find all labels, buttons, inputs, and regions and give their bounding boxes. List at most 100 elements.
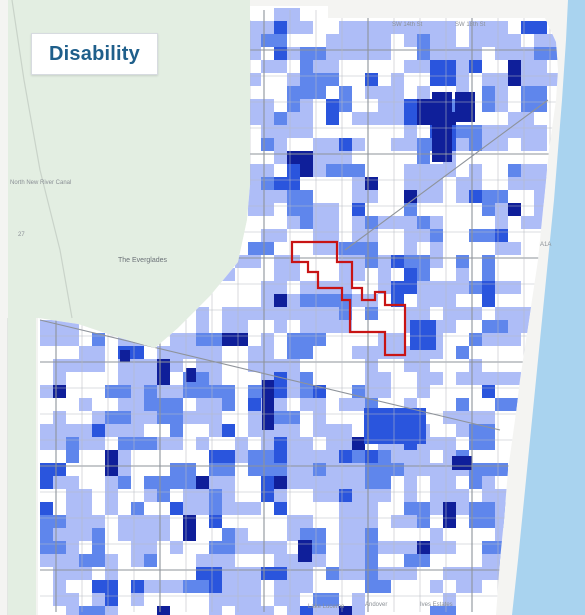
tract-cell[interactable]: [274, 437, 287, 463]
tract-cell[interactable]: [469, 34, 495, 47]
tract-cell[interactable]: [196, 437, 209, 450]
tract-cell[interactable]: [235, 437, 248, 463]
tract-cell[interactable]: [456, 47, 482, 60]
tract-cell[interactable]: [378, 450, 391, 463]
tract-cell[interactable]: [410, 320, 436, 350]
tract-cell[interactable]: [326, 99, 339, 125]
tract-cell[interactable]: [430, 216, 443, 229]
tract-cell[interactable]: [287, 307, 300, 320]
tract-cell[interactable]: [196, 307, 209, 320]
tract-cell[interactable]: [339, 554, 352, 580]
tract-cell[interactable]: [339, 489, 352, 502]
tract-cell[interactable]: [170, 502, 183, 515]
tract-cell[interactable]: [248, 190, 274, 216]
tract-cell[interactable]: [404, 242, 417, 255]
tract-cell[interactable]: [430, 606, 456, 615]
tract-cell[interactable]: [404, 463, 430, 476]
tract-cell[interactable]: [378, 580, 391, 593]
tract-cell[interactable]: [391, 281, 404, 307]
tract-cell[interactable]: [352, 463, 365, 489]
tract-cell[interactable]: [66, 437, 79, 463]
tract-cell[interactable]: [378, 463, 404, 476]
tract-cell[interactable]: [378, 255, 391, 281]
tract-cell[interactable]: [432, 92, 452, 162]
tract-cell[interactable]: [482, 255, 495, 281]
tract-cell[interactable]: [300, 21, 313, 34]
tract-cell[interactable]: [274, 125, 287, 138]
tract-cell[interactable]: [456, 398, 469, 411]
tract-cell[interactable]: [53, 567, 66, 580]
tract-cell[interactable]: [170, 359, 183, 372]
tract-cell[interactable]: [456, 60, 469, 73]
tract-cell[interactable]: [482, 320, 495, 333]
tract-cell[interactable]: [53, 385, 66, 398]
tract-cell[interactable]: [326, 164, 352, 177]
tract-cell[interactable]: [261, 476, 274, 502]
tract-cell[interactable]: [534, 47, 560, 60]
tract-cell[interactable]: [430, 281, 456, 307]
tract-cell[interactable]: [495, 86, 508, 99]
tract-cell[interactable]: [186, 368, 196, 382]
tract-cell[interactable]: [417, 151, 430, 164]
tract-cell[interactable]: [482, 333, 508, 346]
tract-cell[interactable]: [274, 177, 287, 190]
tract-cell[interactable]: [118, 476, 131, 489]
tract-cell[interactable]: [469, 372, 495, 385]
tract-cell[interactable]: [261, 541, 287, 554]
tract-cell[interactable]: [495, 372, 521, 385]
tract-cell[interactable]: [378, 47, 391, 60]
tract-cell[interactable]: [391, 21, 417, 34]
tract-cell[interactable]: [79, 528, 92, 541]
tract-cell[interactable]: [456, 567, 482, 580]
tract-cell[interactable]: [313, 411, 326, 424]
tract-cell[interactable]: [378, 333, 404, 346]
tract-cell[interactable]: [352, 437, 365, 450]
tract-cell[interactable]: [274, 268, 300, 281]
tract-cell[interactable]: [274, 138, 287, 164]
tract-cell[interactable]: [157, 476, 183, 489]
tract-cell[interactable]: [79, 554, 105, 567]
tract-cell[interactable]: [274, 489, 287, 502]
tract-cell[interactable]: [364, 408, 426, 444]
tract-cell[interactable]: [443, 307, 469, 320]
tract-cell[interactable]: [274, 307, 287, 333]
tract-cell[interactable]: [326, 476, 352, 489]
tract-cell[interactable]: [79, 606, 105, 615]
tract-cell[interactable]: [287, 73, 300, 86]
tract-cell[interactable]: [456, 580, 482, 593]
tract-cell[interactable]: [53, 554, 66, 567]
tract-cell[interactable]: [521, 112, 534, 138]
tract-cell[interactable]: [365, 567, 378, 593]
tract-cell[interactable]: [521, 177, 534, 190]
tract-cell[interactable]: [222, 424, 235, 437]
tract-cell[interactable]: [482, 385, 495, 398]
tract-cell[interactable]: [443, 502, 456, 528]
tract-cell[interactable]: [131, 541, 144, 567]
tract-cell[interactable]: [417, 385, 430, 398]
tract-cell[interactable]: [352, 177, 365, 190]
tract-cell[interactable]: [183, 411, 209, 424]
tract-cell[interactable]: [313, 151, 326, 177]
tract-cell[interactable]: [105, 411, 131, 424]
tract-cell[interactable]: [209, 515, 222, 528]
tract-cell[interactable]: [456, 346, 469, 359]
tract-cell[interactable]: [79, 346, 92, 359]
tract-cell[interactable]: [274, 463, 287, 476]
tract-cell[interactable]: [495, 21, 508, 34]
tract-cell[interactable]: [404, 164, 417, 177]
tract-cell[interactable]: [300, 515, 313, 528]
tract-cell[interactable]: [248, 450, 274, 476]
tract-cell[interactable]: [404, 554, 430, 567]
tract-cell[interactable]: [274, 294, 287, 307]
tract-cell[interactable]: [105, 554, 118, 580]
tract-cell[interactable]: [53, 359, 66, 385]
tract-cell[interactable]: [262, 380, 274, 430]
tract-cell[interactable]: [365, 190, 378, 203]
tract-cell[interactable]: [508, 177, 521, 190]
tract-cell[interactable]: [287, 164, 300, 190]
tract-cell[interactable]: [452, 456, 472, 470]
tract-cell[interactable]: [53, 580, 66, 606]
tract-cell[interactable]: [157, 606, 170, 615]
tract-cell[interactable]: [365, 489, 391, 502]
